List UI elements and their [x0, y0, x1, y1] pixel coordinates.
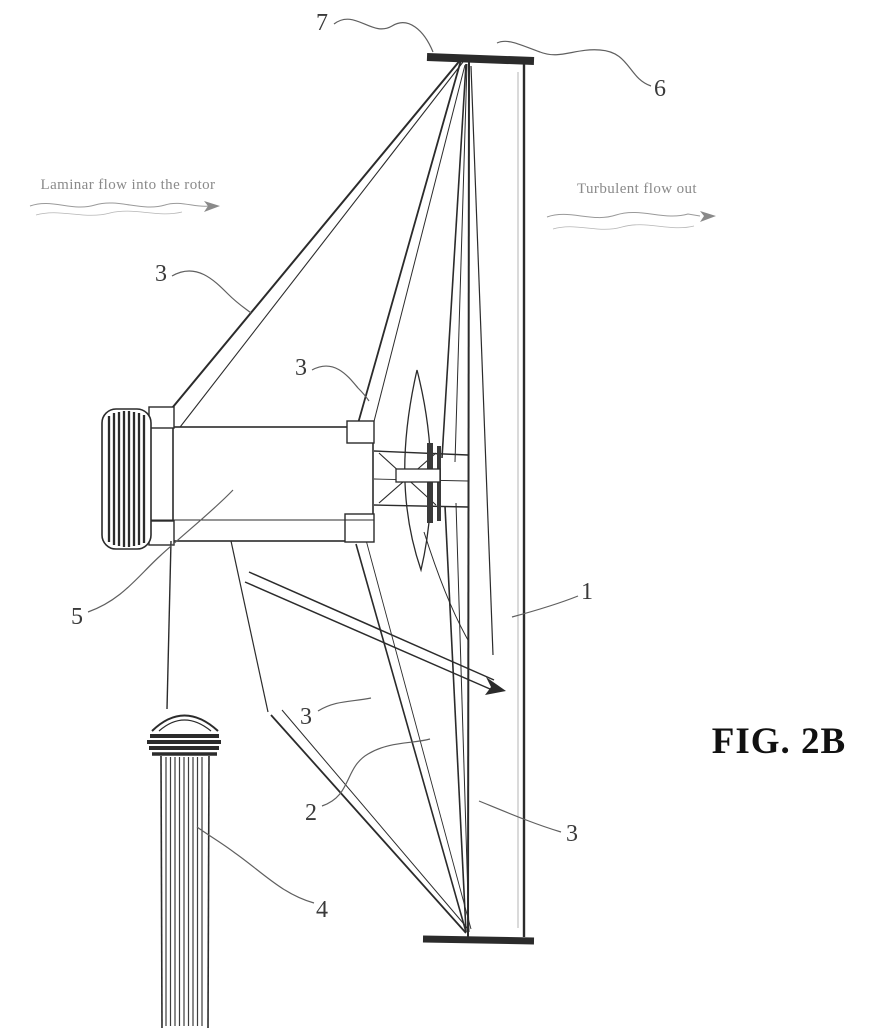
leader-line-6	[496, 40, 652, 87]
ref-numeral-3b: 3	[295, 355, 307, 381]
leader-line-3a	[171, 270, 252, 314]
leader-line-2	[321, 738, 431, 807]
inflow-arrowhead-icon	[204, 201, 220, 212]
ref-numeral-3a: 3	[155, 261, 167, 287]
leader-line-3b	[311, 365, 370, 402]
diagonal-brace-arrow	[244, 571, 506, 695]
drive-shaft-junction	[373, 443, 469, 523]
ref-numeral-1: 1	[581, 579, 593, 605]
leader-line-7	[333, 18, 434, 53]
inflow-wavy-arrow-icon	[29, 202, 209, 208]
ref-numeral-7: 7	[316, 10, 328, 36]
rotor-blades	[404, 63, 494, 933]
leader-line-4	[196, 826, 315, 904]
reference-numerals: 7 6 3 3 5 1 3 2 3 4	[71, 10, 666, 923]
leader-line-1	[511, 595, 579, 618]
leader-line-3d	[478, 800, 562, 833]
ref-numeral-4: 4	[316, 897, 328, 923]
arrowhead-icon	[485, 677, 506, 695]
flow-annotation-inflow: Laminar flow into the rotor	[29, 177, 220, 216]
leader-line-5	[87, 489, 234, 613]
ref-numeral-6: 6	[654, 76, 666, 102]
ref-numeral-3d: 3	[566, 821, 578, 847]
lower-support-struts	[270, 539, 472, 934]
leader-line-3c	[317, 697, 372, 712]
tower-hatching	[165, 757, 203, 1026]
outflow-arrowhead-icon	[700, 211, 716, 222]
outflow-wavy-arrow-icon	[546, 211, 701, 219]
rotor-disc	[422, 53, 535, 945]
tower-mast	[147, 714, 221, 1029]
figure-caption: FIG. 2B	[712, 721, 846, 762]
upper-support-struts	[162, 57, 466, 442]
flow-annotation-outflow: Turbulent flow out	[546, 181, 716, 230]
outflow-label: Turbulent flow out	[577, 181, 697, 197]
leader-lines	[87, 18, 652, 904]
ref-numeral-3c: 3	[300, 704, 312, 730]
inflow-label: Laminar flow into the rotor	[41, 177, 216, 193]
hub-assembly	[148, 406, 375, 713]
ref-numeral-5: 5	[71, 604, 83, 630]
inflow-wavy-line-icon	[35, 210, 183, 216]
generator-housing	[101, 408, 152, 550]
outflow-wavy-line-icon	[552, 224, 695, 230]
ref-numeral-2: 2	[305, 800, 317, 826]
